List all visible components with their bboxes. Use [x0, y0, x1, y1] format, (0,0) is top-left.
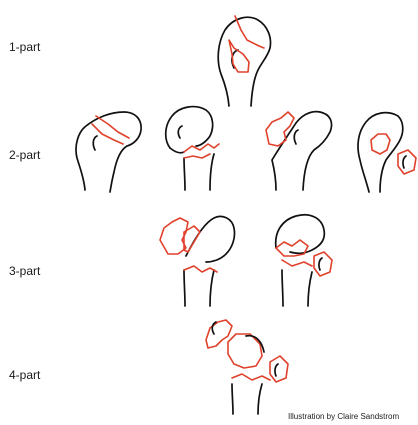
humerus-2-part-greater-tuberosity [266, 112, 332, 190]
humerus-2-part-lesser-tuberosity [358, 113, 416, 192]
humerus-4-part [206, 320, 288, 414]
humerus-1-part [218, 16, 270, 106]
humerus-3-part-greater-tuberosity [160, 216, 235, 306]
humerus-2-part-surgical-neck [166, 107, 219, 190]
humerus-3-part-lesser-tuberosity [276, 215, 332, 306]
humerus-2-part-anatomical-neck [76, 112, 141, 192]
illustration-credit: Illustration by Claire Sandstrom [288, 412, 399, 421]
